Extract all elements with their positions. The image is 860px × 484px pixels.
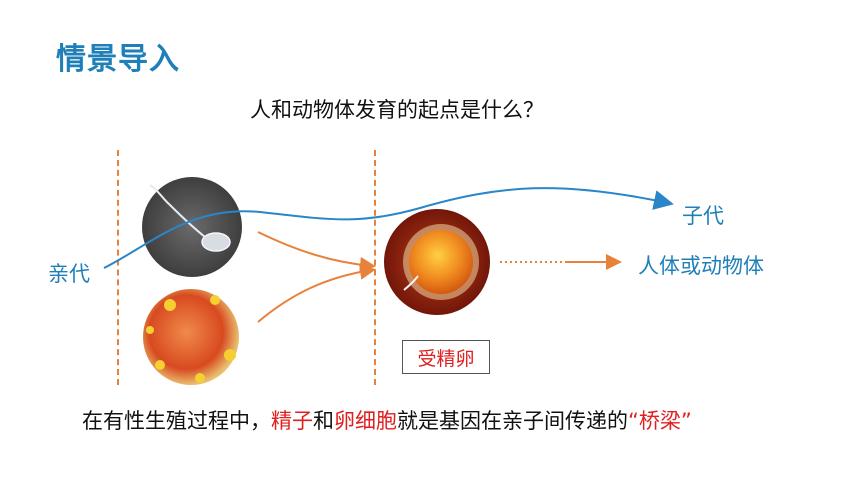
sperm-image xyxy=(142,177,242,277)
summary-part-2: 和 xyxy=(313,409,334,433)
summary-sperm: 精子 xyxy=(271,409,313,433)
summary-part-1: 在有性生殖过程中， xyxy=(82,409,271,433)
question-text: 人和动物体发育的起点是什么？ xyxy=(250,98,544,122)
slide-title: 情景导入 xyxy=(56,42,180,77)
summary-bridge: “桥梁” xyxy=(628,409,692,433)
summary-part-3: 就是基因在亲子间传递的 xyxy=(397,409,628,433)
summary-egg: 卵细胞 xyxy=(334,409,397,433)
label-offspring: 子代 xyxy=(682,204,724,228)
label-human-or-animal: 人体或动物体 xyxy=(638,254,764,278)
zygote-label-box: 受精卵 xyxy=(402,340,490,374)
arrow-egg-to-zygote xyxy=(257,263,376,323)
zygote-image xyxy=(384,209,490,315)
arrow-sperm-to-zygote xyxy=(257,231,376,273)
arrow-parent-to-offspring xyxy=(103,187,674,269)
zygote-label: 受精卵 xyxy=(417,347,475,370)
egg-cell-image xyxy=(143,289,239,385)
summary-sentence: 在有性生殖过程中，精子和卵细胞就是基因在亲子间传递的“桥梁” xyxy=(82,405,692,435)
label-parent-generation: 亲代 xyxy=(48,262,90,286)
dashed-divider-left xyxy=(117,150,119,385)
